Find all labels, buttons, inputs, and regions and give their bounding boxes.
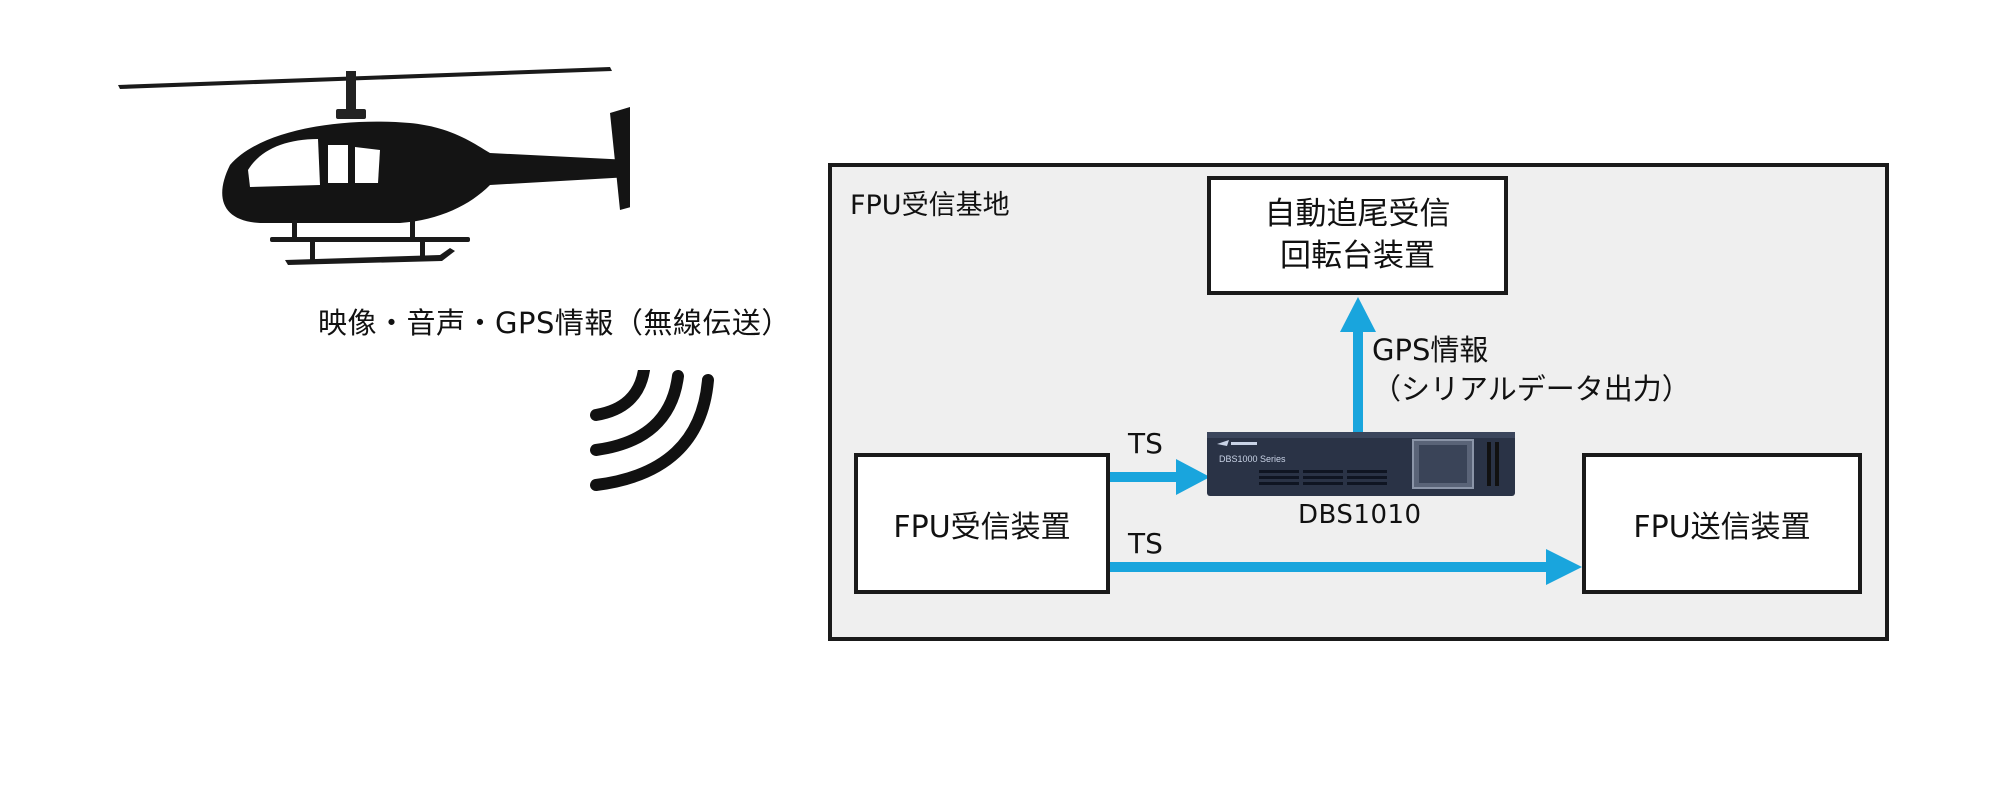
gps-label-line1: GPS情報 — [1372, 333, 1489, 367]
device-panel-text: DBS1000 Series — [1219, 454, 1286, 464]
gps-arrow-shaft — [1353, 330, 1363, 432]
ts-label-upper: TS — [1128, 427, 1163, 460]
wireless-transmission-label: 映像・音声・GPS情報（無線伝送） — [318, 306, 791, 340]
fpu-base-station-label: FPU受信基地 — [850, 190, 1010, 221]
ts-label-lower: TS — [1128, 527, 1163, 560]
dbs1010-label: DBS1010 — [1298, 500, 1422, 530]
ts-arrow-to-device-shaft — [1110, 472, 1178, 482]
wireless-signal-icon — [590, 370, 714, 491]
fpu-transmitter-box: FPU送信装置 — [1582, 453, 1862, 594]
gps-arrow-head — [1340, 297, 1376, 332]
fpu-receiver-label: FPU受信装置 — [893, 509, 1071, 545]
helicopter-icon — [118, 67, 630, 265]
auto-tracking-rotator-box: 自動追尾受信 回転台装置 — [1207, 176, 1508, 295]
ts-arrow-to-device-head — [1176, 459, 1210, 495]
gps-serial-output-label: GPS情報 （シリアルデータ出力） — [1372, 331, 1691, 409]
tracker-label-line1: 自動追尾受信 — [1264, 195, 1451, 232]
ts-arrow-to-transmitter-shaft — [1110, 562, 1548, 572]
tracker-label-line2: 回転台装置 — [1280, 237, 1435, 274]
ts-arrow-to-transmitter-head — [1546, 549, 1582, 585]
fpu-transmitter-label: FPU送信装置 — [1633, 509, 1811, 545]
gps-label-line2: （シリアルデータ出力） — [1372, 372, 1691, 407]
fpu-receiver-box: FPU受信装置 — [854, 453, 1110, 594]
dbs1010-device-image: DBS1000 Series — [1207, 432, 1515, 496]
